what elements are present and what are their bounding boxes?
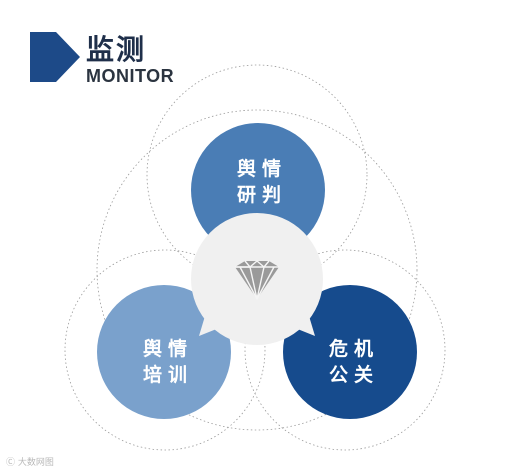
watermark: Ⓒ 大数网图	[6, 458, 54, 468]
node-left-line1: 舆情	[142, 338, 193, 360]
page-subtitle: MONITOR	[86, 66, 175, 86]
page-title: 监测	[86, 33, 147, 66]
page-header: 监测 MONITOR	[30, 32, 230, 88]
center-pointer-left	[199, 316, 219, 336]
node-circle-left	[97, 285, 231, 419]
node-right-line1: 危机	[328, 338, 379, 360]
center-pointer-right	[295, 316, 315, 336]
diamond-icon	[235, 260, 279, 300]
node-circle-right	[283, 285, 417, 419]
node-label-left: 舆情 培训	[113, 336, 223, 388]
node-label-right: 危机 公关	[299, 336, 409, 388]
node-top-line2: 研判	[236, 184, 287, 206]
node-left-line2: 培训	[142, 364, 193, 386]
outer-ring-middle	[96, 109, 418, 431]
outer-ring-right	[244, 249, 446, 451]
outer-ring-left	[64, 249, 266, 451]
node-top-line1: 舆情	[236, 158, 287, 180]
header-triangle-icon	[30, 32, 80, 82]
node-label-top: 舆情 研判	[207, 156, 317, 208]
node-right-line2: 公关	[328, 364, 379, 386]
